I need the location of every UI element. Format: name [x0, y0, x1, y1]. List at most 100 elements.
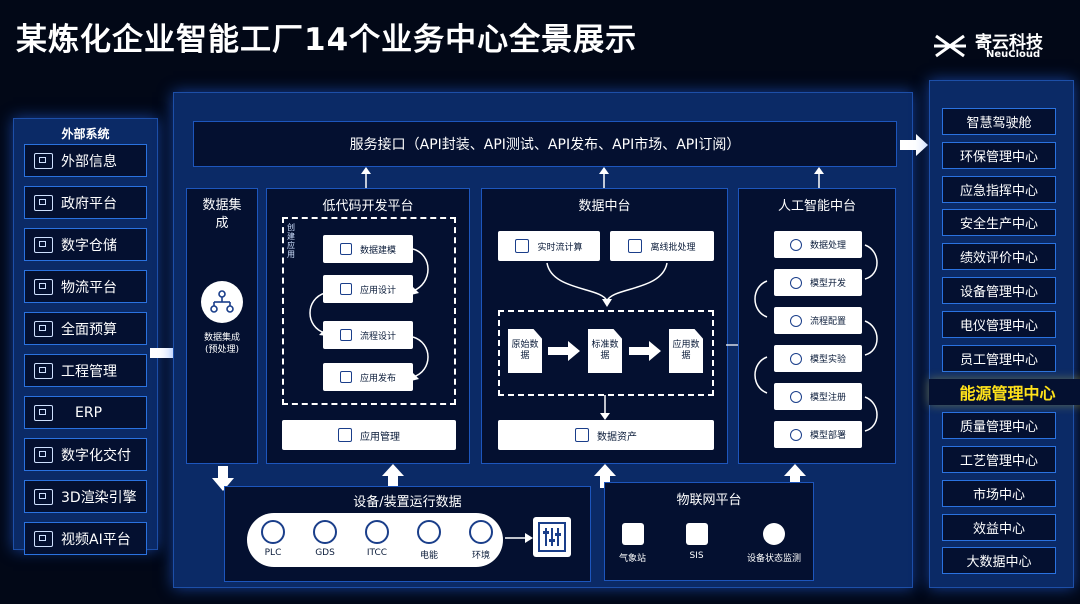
arrow-up-icon — [814, 167, 824, 189]
ai-step-label: 模型注册 — [809, 393, 846, 403]
device-item: GDS — [313, 520, 337, 564]
external-system-item[interactable]: 数字化交付 — [24, 438, 147, 471]
merge-arrows — [546, 262, 668, 307]
business-center-item[interactable]: 电仪管理中心 — [942, 310, 1056, 338]
business-center-item[interactable]: 绩效评价中心 — [942, 243, 1056, 271]
lowcode-step-box: 流程设计 — [323, 321, 413, 349]
business-center-item[interactable]: 工艺管理中心 — [942, 446, 1056, 473]
business-center-item[interactable]: 智慧驾驶舱 — [942, 108, 1056, 135]
external-systems-header: 外部系统 — [61, 127, 110, 141]
brush-icon — [339, 371, 352, 383]
external-system-item[interactable]: 外部信息 — [24, 144, 147, 177]
monitor-icon — [34, 320, 53, 337]
arrow-down-icon — [600, 395, 610, 420]
shield-icon — [789, 428, 802, 441]
external-system-item[interactable]: 物流平台 — [24, 270, 147, 303]
external-system-item[interactable]: 政府平台 — [24, 186, 147, 219]
external-systems-panel: 外部系统 外部信息政府平台数字仓储物流平台全面预算工程管理 ERP 数字化交付 3D渲… — [13, 118, 158, 555]
business-center-label: 绩效评价中心 — [959, 251, 1038, 267]
external-system-label: 3D渲染引擎 — [61, 489, 137, 506]
monitor-icon — [34, 194, 53, 211]
brush-icon — [339, 329, 352, 341]
external-system-label: 外部信息 — [61, 153, 117, 170]
data-integration-node-label: 数据集成 (预处理) — [187, 332, 257, 356]
raw-data-doc: 原始数据 — [508, 329, 542, 373]
business-center-item[interactable]: 设备管理中心 — [942, 277, 1056, 304]
app-data-doc: 应用数据 — [669, 329, 703, 373]
ai-step-label: 流程配置 — [809, 317, 846, 327]
offline-batch-box: 离线批处理 — [610, 231, 714, 261]
ai-step-box: 模型实验 — [774, 345, 862, 372]
business-center-item[interactable]: 员工管理中心 — [942, 344, 1056, 372]
brand-name-en: NeuCloud — [986, 49, 1041, 60]
sliders-icon — [789, 314, 802, 327]
external-system-item[interactable]: 工程管理 — [24, 354, 147, 387]
plc-icon — [261, 520, 285, 544]
external-system-item[interactable]: 数字仓储 — [24, 228, 147, 261]
monitor-icon — [34, 446, 53, 463]
business-center-item[interactable]: 环保管理中心 — [942, 141, 1056, 169]
monitor-icon — [34, 530, 53, 547]
arrow-up-icon — [594, 464, 616, 488]
gds-icon — [313, 520, 337, 544]
page-title: 某炼化企业智能工厂14个业务中心全景展示 — [16, 22, 638, 58]
data-assets-label: 数据资产 — [597, 431, 637, 443]
external-system-item[interactable]: 3D渲染引擎 — [24, 480, 147, 513]
ai-step-box: 流程配置 — [774, 307, 862, 334]
registered-icon — [789, 390, 802, 403]
business-center-highlight[interactable]: 能源管理中心 — [929, 379, 1080, 406]
neucloud-logo-icon — [934, 34, 966, 58]
external-system-label: 物流平台 — [61, 279, 117, 296]
monitor-icon — [34, 278, 53, 295]
brush-icon — [789, 238, 802, 251]
ai-title: 人工智能中台 — [777, 199, 856, 214]
data-middle-platform-panel: 数据中台 实时流计算 离线批处理 原始数据 标准数据 应用数据 数据资产 — [481, 188, 728, 464]
business-center-item[interactable]: 质量管理中心 — [942, 412, 1056, 440]
iot-title: 物联网平台 — [676, 493, 742, 508]
business-center-label: 安全生产中心 — [959, 217, 1038, 233]
device-item: PLC — [261, 520, 285, 564]
business-center-label: 大数据中心 — [966, 555, 1032, 571]
external-system-label: 数字化交付 — [61, 447, 131, 464]
sis-icon — [685, 523, 708, 545]
business-center-item[interactable]: 应急指挥中心 — [942, 175, 1056, 203]
external-system-item[interactable]: 视频AI平台 — [24, 522, 147, 555]
business-center-label: 应急指挥中心 — [959, 183, 1038, 199]
batch-icon — [628, 239, 643, 253]
ai-platform-panel: 人工智能中台 数据处理模型开发流程配置模型实验模型注册模型部署 — [738, 188, 896, 464]
business-center-item[interactable]: 大数据中心 — [942, 547, 1056, 575]
service-interface-bar: 服务接口（API封装、API测试、API发布、API市场、API订阅） — [193, 121, 897, 167]
power-icon — [417, 520, 441, 544]
bubbles-icon — [789, 352, 802, 365]
business-center-item[interactable]: 效益中心 — [942, 513, 1056, 541]
business-center-label: 智慧驾驶舱 — [966, 116, 1032, 131]
external-system-item[interactable]: 全面预算 — [24, 312, 147, 345]
data-integration-node-subtext: (预处理) — [204, 345, 240, 355]
business-center-label: 员工管理中心 — [959, 352, 1038, 368]
data-integration-panel: 数据集成 数据集成 (预处理) — [186, 188, 258, 464]
ledger-icon — [575, 428, 589, 442]
device-item: 环境 — [469, 520, 493, 564]
brush-icon — [339, 243, 352, 255]
business-center-label: 环保管理中心 — [959, 149, 1038, 165]
grid-icon — [338, 428, 352, 442]
data-flow-group — [498, 310, 714, 396]
lowcode-step-label: 应用发布 — [359, 373, 396, 384]
arrow-up-icon — [784, 464, 806, 488]
ai-flow-arrows — [754, 244, 878, 432]
lowcode-step-box: 应用发布 — [323, 363, 413, 391]
app-management-box: 应用管理 — [282, 420, 456, 450]
external-system-item[interactable]: ERP — [24, 396, 147, 429]
business-center-label: 效益中心 — [972, 521, 1025, 537]
device-item-label: ITCC — [366, 548, 388, 558]
business-center-item[interactable]: 市场中心 — [942, 479, 1056, 507]
business-center-item[interactable]: 安全生产中心 — [942, 209, 1056, 237]
data-middle-title: 数据中台 — [578, 199, 631, 214]
ai-step-label: 模型开发 — [809, 279, 846, 289]
controller-box — [533, 517, 571, 557]
stream-icon — [515, 239, 530, 253]
device-item-label: 电能 — [419, 551, 438, 561]
ai-step-box: 模型注册 — [774, 383, 862, 410]
